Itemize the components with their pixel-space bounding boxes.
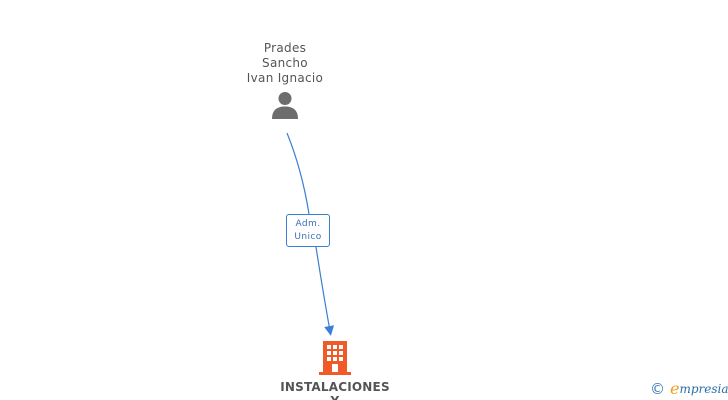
company-name: INSTALACIONES Y: [280, 380, 390, 400]
edge-role-label[interactable]: Adm. Unico: [286, 214, 330, 247]
building-icon: [319, 341, 351, 375]
brand-name: mpresia: [679, 382, 728, 396]
brand-watermark: © e mpresia: [650, 379, 728, 399]
person-icon: [272, 92, 298, 119]
person-name-line-2: Sancho: [262, 56, 308, 70]
brand-logo-icon: e: [670, 379, 680, 398]
edge-line-upper: [286, 132, 310, 215]
person-name-line-1: Prades: [263, 41, 307, 55]
person-node[interactable]: Prades Sancho Ivan Ignacio: [225, 41, 345, 120]
person-name-line-3: Ivan Ignacio: [246, 71, 324, 85]
edge-role-line-2: Unico: [294, 232, 322, 242]
edge-line-lower: [315, 246, 335, 336]
edge-role-line-1: Adm.: [295, 219, 321, 229]
company-node[interactable]: INSTALACIONES Y: [250, 340, 420, 400]
copyright-icon: ©: [650, 380, 665, 398]
